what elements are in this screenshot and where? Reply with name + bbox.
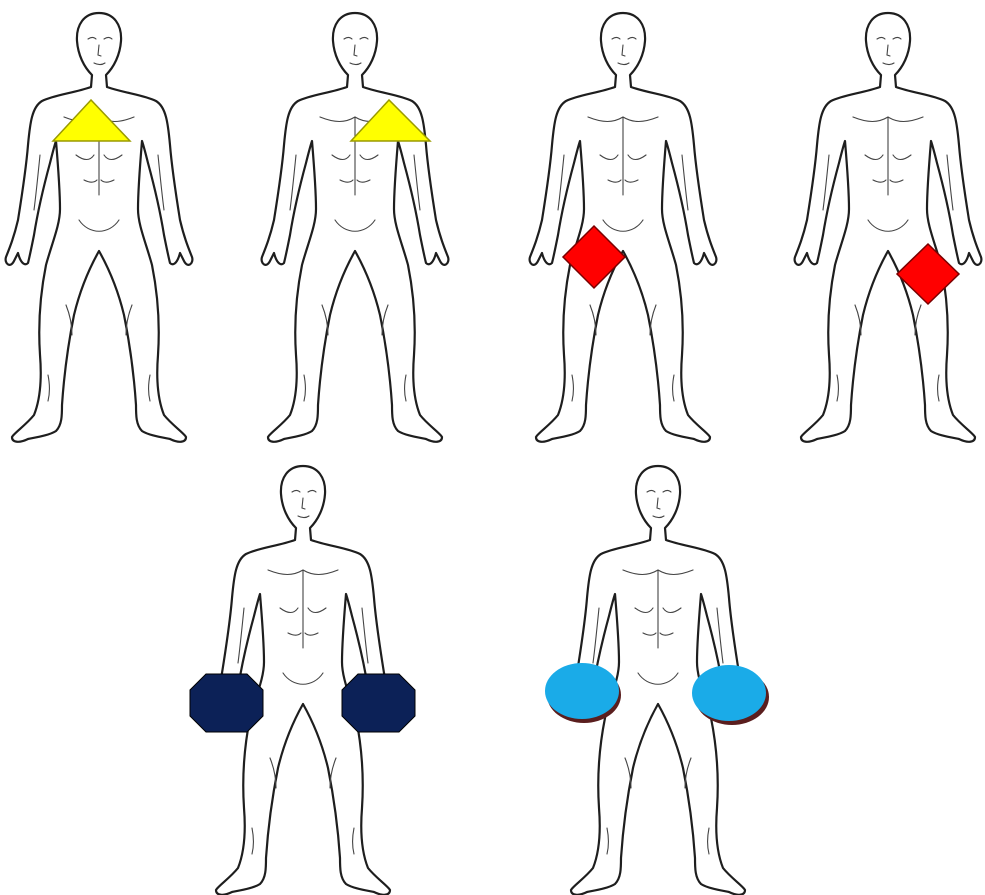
blue-ellipse-marker-left-hand <box>692 665 766 721</box>
figure-6 <box>545 466 769 895</box>
navy-octagon-marker-right-hand <box>190 674 263 732</box>
figure-1 <box>6 13 193 442</box>
figure-4 <box>795 13 982 442</box>
figure-5 <box>190 466 415 895</box>
blue-ellipse-marker-right-hand <box>545 663 619 719</box>
figure-2 <box>262 13 449 442</box>
navy-octagon-marker-left-hand <box>342 674 415 732</box>
figure-3 <box>530 13 717 442</box>
